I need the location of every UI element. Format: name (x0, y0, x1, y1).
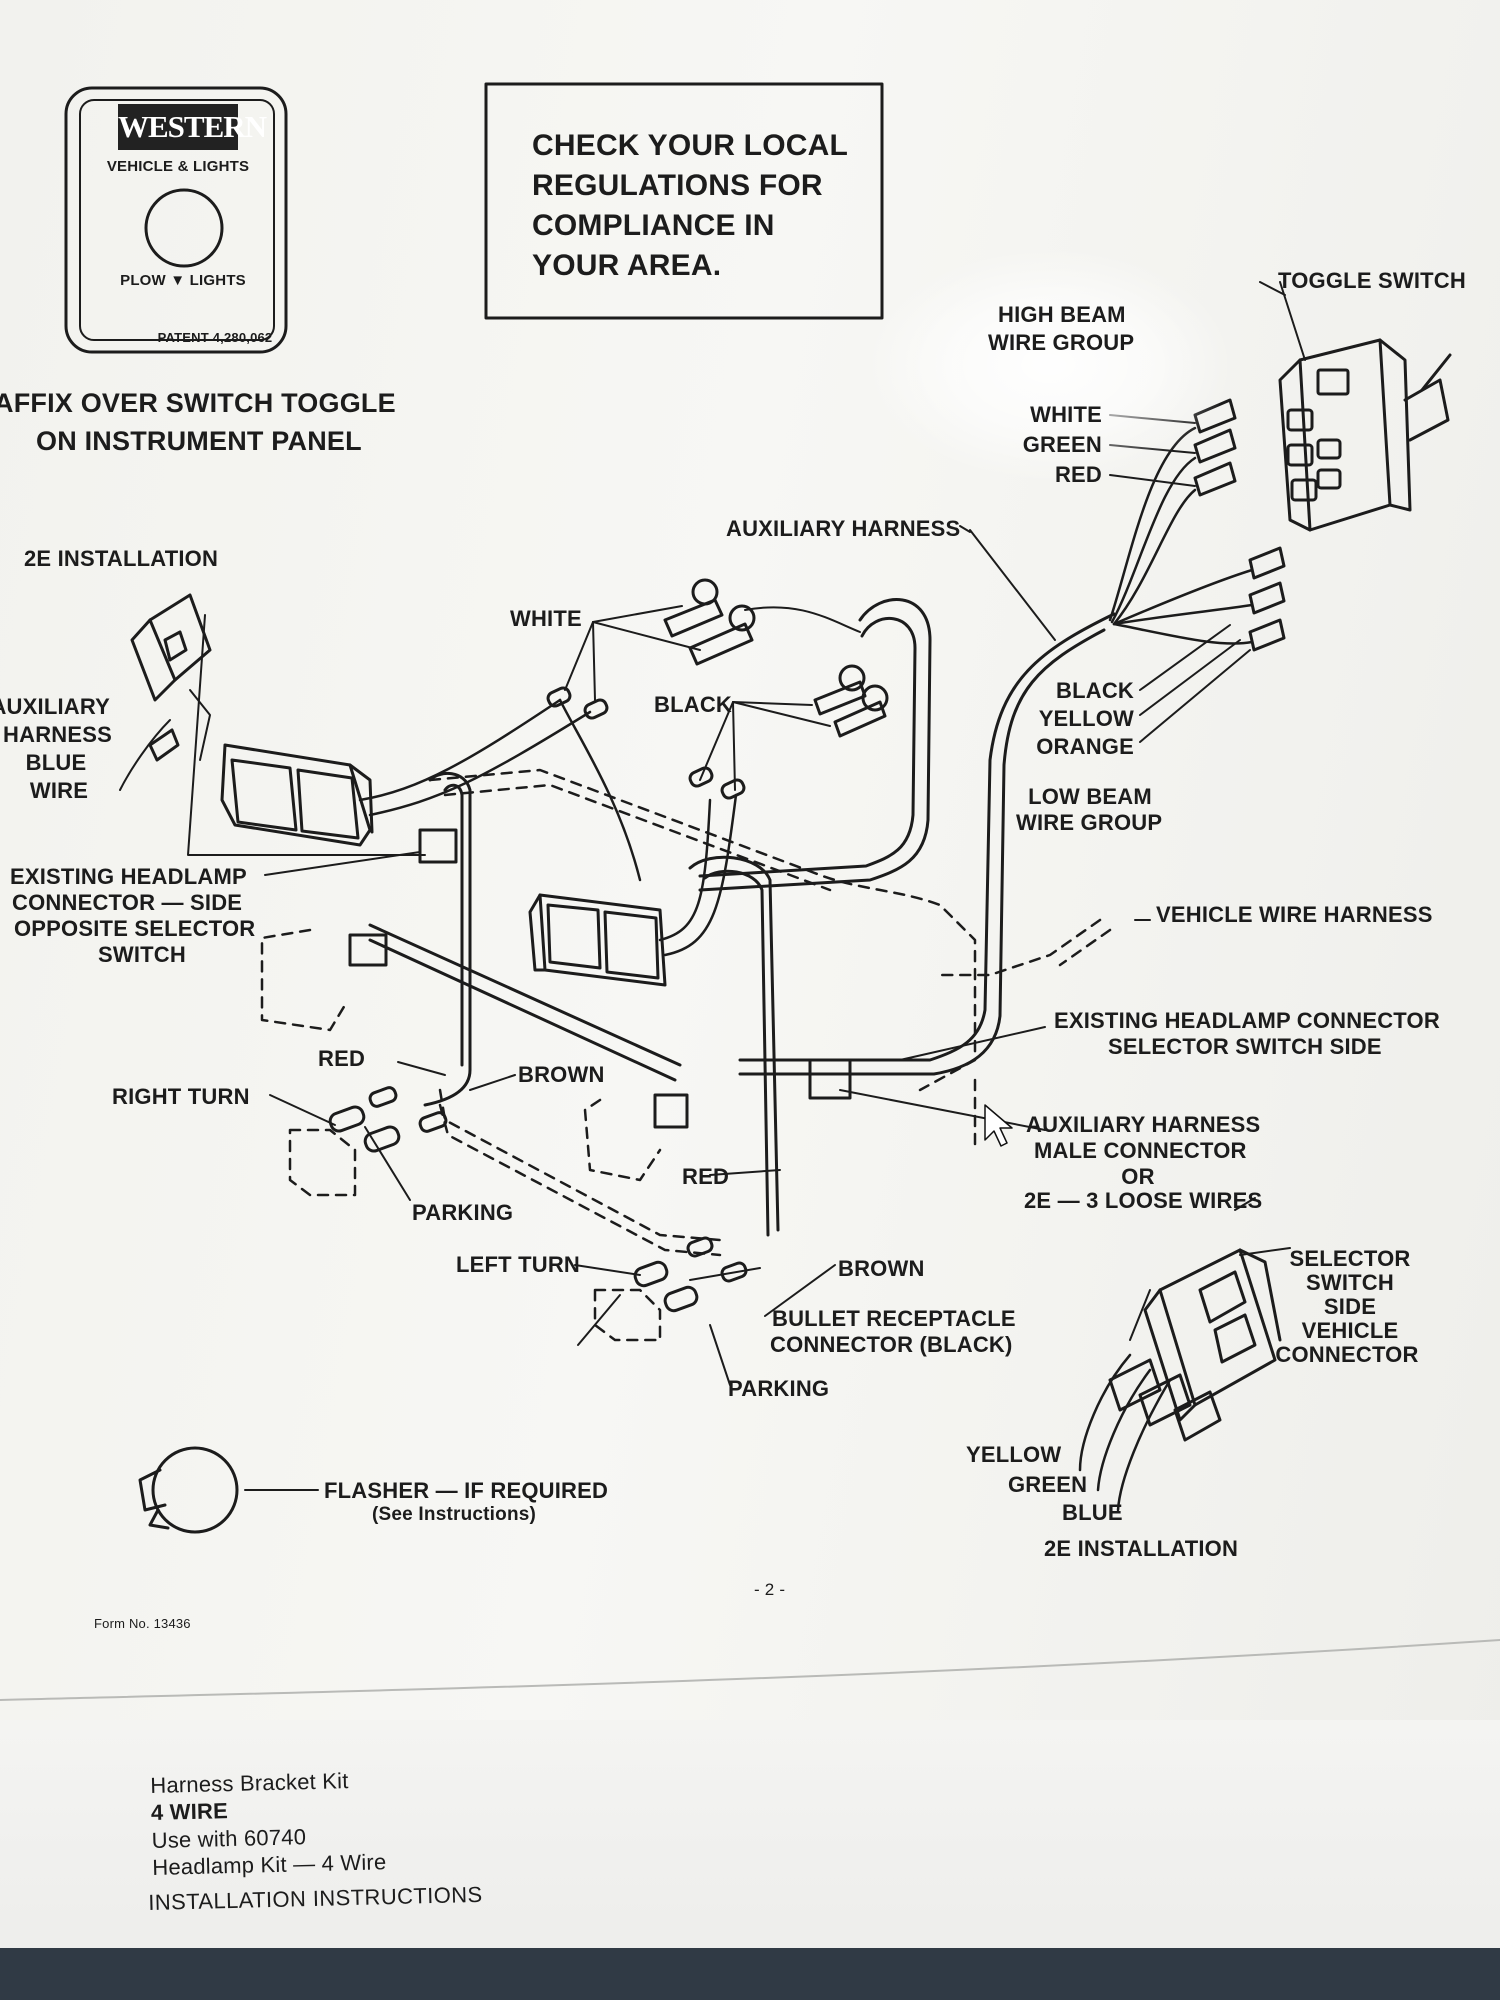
bullet-receptacle-label-1: BULLET RECEPTACLE (772, 1306, 1016, 1331)
page-number: - 2 - (754, 1580, 786, 1599)
high-beam-white: WHITE (1030, 402, 1102, 427)
parking-lower-label: PARKING (728, 1376, 830, 1401)
sticker-patent: PATENT 4,280,062 (157, 330, 273, 345)
selector-label-1: SELECTOR (1289, 1246, 1411, 1271)
notice-line4: YOUR AREA. (532, 249, 722, 282)
sticker-caption-line1: AFFIX OVER SWITCH TOGGLE (0, 388, 396, 418)
vertical-harness-bar (423, 771, 780, 1237)
connector-box-center (653, 1093, 689, 1129)
switch-sticker-outline (64, 86, 288, 354)
vehicle-wire-harness-label: VEHICLE WIRE HARNESS (1156, 902, 1433, 927)
selector-label-3: SIDE (1323, 1294, 1377, 1319)
vehicle-dashed-outline (260, 768, 1112, 1342)
aux-blue-label-2: HARNESS (3, 722, 112, 747)
sticker-brand-logo: WESTERN (118, 104, 267, 150)
high-beam-label-1: HIGH BEAM (998, 302, 1126, 327)
flasher-drawing (138, 1446, 239, 1534)
high-beam-label-2: WIRE GROUP (988, 330, 1135, 355)
sticker-toggle-label: PLOW ▼ LIGHTS (120, 272, 246, 289)
notice-line2: REGULATIONS FOR (532, 169, 823, 202)
brown-lower-label: BROWN (838, 1256, 925, 1281)
switch-2e-upper (130, 593, 212, 761)
existing-opposite-label-2: CONNECTOR — SIDE (12, 890, 243, 915)
connector-box-right (808, 1058, 852, 1100)
existing-selector-label-2: SELECTOR SWITCH SIDE (1108, 1034, 1382, 1059)
aux-blue-label-1: AUXILIARY (0, 694, 110, 719)
selector-label-5: CONNECTOR (1275, 1342, 1419, 1367)
turn-bulbs-lower (633, 1236, 748, 1313)
right-turn-label: RIGHT TURN (112, 1084, 250, 1109)
blue-wire-label: BLUE (1062, 1500, 1123, 1525)
green-wire-label: GREEN (1008, 1472, 1088, 1497)
monitor-bezel (0, 1948, 1500, 2000)
aux-male-label-2: MALE CONNECTOR (1034, 1138, 1247, 1163)
bullet-receptacle-label-2: CONNECTOR (BLACK) (770, 1332, 1013, 1357)
notice-box-outline (484, 82, 884, 320)
toggle-switch-label: TOGGLE SWITCH (1278, 268, 1466, 293)
existing-connector-opposite (418, 828, 458, 864)
left-headlamp (220, 743, 374, 847)
form-number: Form No. 13436 (94, 1616, 191, 1631)
aux-male-label-3: OR (1121, 1164, 1155, 1189)
auxiliary-harness-label: AUXILIARY HARNESS (726, 516, 961, 541)
parking-upper-label: PARKING (412, 1200, 514, 1225)
upper-harness-loop (698, 598, 932, 892)
flasher-label-2: (See Instructions) (372, 1504, 537, 1525)
low-beam-orange: ORANGE (1036, 734, 1134, 759)
yellow-wire-label: YELLOW (966, 1442, 1062, 1467)
installation-2e-upper-label: 2E INSTALLATION (24, 546, 219, 571)
flasher-label-1: FLASHER — IF REQUIRED (324, 1478, 609, 1503)
existing-opposite-label-1: EXISTING HEADLAMP (10, 864, 247, 889)
high-beam-red: RED (1054, 462, 1102, 487)
footer-text-block: Harness Bracket Kit 4 WIRE Use with 6074… (150, 1762, 553, 1881)
white-wire-label: WHITE (510, 606, 582, 631)
notice-line1: CHECK YOUR LOCAL (532, 129, 848, 162)
left-turn-label: LEFT TURN (456, 1252, 581, 1277)
brown-upper-label: BROWN (518, 1062, 605, 1087)
screen-glare (870, 250, 1230, 480)
low-beam-terminals (1112, 546, 1286, 743)
aux-blue-label-4: WIRE (29, 778, 89, 803)
aux-male-label-1: AUXILIARY HARNESS (1026, 1112, 1261, 1137)
existing-selector-label-1: EXISTING HEADLAMP CONNECTOR (1054, 1008, 1440, 1033)
selector-label-4: VEHICLE (1301, 1318, 1399, 1343)
black-wire-label: BLACK (654, 692, 732, 717)
low-beam-yellow: YELLOW (1038, 706, 1134, 731)
switch-sticker-inner (79, 99, 275, 341)
sticker-toggle-hole (144, 188, 224, 268)
toggle-switch-drawing (1278, 338, 1452, 532)
notice-line3: COMPLIANCE IN (532, 209, 775, 242)
red-upper-label: RED (318, 1046, 366, 1071)
installation-2e-lower-label: 2E INSTALLATION (1044, 1536, 1239, 1561)
aux-male-label-4: 2E — 3 LOOSE WIRES (1024, 1188, 1263, 1213)
low-beam-label-2: WIRE GROUP (1016, 810, 1163, 835)
selector-label-2: SWITCH (1306, 1270, 1394, 1295)
existing-opposite-label-4: SWITCH (98, 942, 186, 967)
high-beam-green: GREEN (1022, 432, 1102, 457)
bulb-sockets (663, 578, 889, 738)
red-lower-label: RED (682, 1164, 730, 1189)
low-beam-label-1: LOW BEAM (1028, 784, 1152, 809)
center-headlamp (528, 893, 667, 987)
sticker-caption-line2: ON INSTRUMENT PANEL (36, 426, 362, 456)
existing-opposite-label-3: OPPOSITE SELECTOR (14, 916, 256, 941)
auxiliary-harness-cable (738, 529, 1116, 1076)
turn-bulbs-upper (328, 1086, 448, 1153)
selector-switch-lower (1078, 1247, 1291, 1512)
sticker-subtitle: VEHICLE & LIGHTS (106, 158, 250, 175)
mouse-cursor-icon (984, 1104, 1013, 1147)
low-beam-black: BLACK (1056, 678, 1134, 703)
aux-blue-label-3: BLUE (25, 750, 87, 775)
